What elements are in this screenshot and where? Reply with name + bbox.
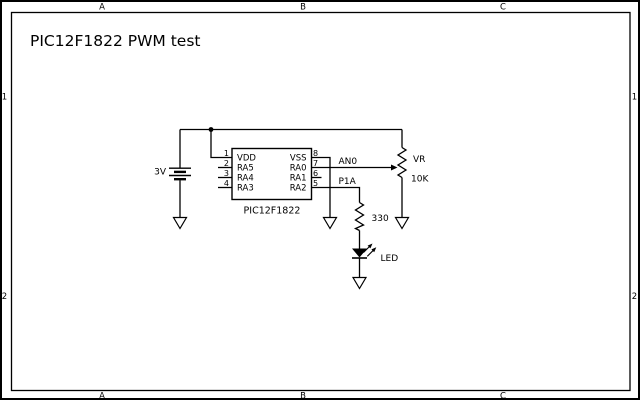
wire-vss-to-ground[interactable] bbox=[311, 156, 331, 218]
zone-col-top-a: A bbox=[99, 3, 105, 13]
pin-number-2: 2 bbox=[224, 159, 229, 168]
pin-number-4: 4 bbox=[224, 179, 229, 188]
pot-value-label: 10K bbox=[411, 175, 429, 185]
led-emission-arrow-2 bbox=[366, 249, 374, 257]
pin-number-8: 8 bbox=[313, 149, 318, 158]
pin-number-6: 6 bbox=[313, 169, 318, 178]
pin-name-ra0: RA0 bbox=[290, 164, 307, 174]
pin-number-7: 7 bbox=[313, 159, 318, 168]
pin-name-ra3: RA3 bbox=[237, 184, 254, 194]
wires bbox=[179, 128, 403, 278]
zone-col-bottom-b: B bbox=[300, 392, 306, 400]
ground-symbols bbox=[172, 216, 410, 290]
resistor-330[interactable]: 330 bbox=[353, 201, 389, 232]
pin-number-1: 1 bbox=[224, 149, 229, 158]
pot-ref-label: VR bbox=[413, 155, 425, 165]
pin-name-vdd: VDD bbox=[237, 154, 256, 164]
zone-col-top-b: B bbox=[300, 3, 306, 13]
led-emission-arrow-1 bbox=[363, 246, 370, 253]
pin-name-ra4: RA4 bbox=[237, 174, 254, 184]
zone-row-right-2: 2 bbox=[632, 292, 637, 302]
pin-number-3: 3 bbox=[224, 169, 229, 178]
pin-name-ra5: RA5 bbox=[237, 164, 254, 174]
resistor-value-label: 330 bbox=[372, 214, 389, 224]
zone-row-left-1: 1 bbox=[2, 93, 7, 103]
pot-wiper-arrow-icon bbox=[391, 164, 398, 171]
led-emission-arrowhead-2 bbox=[371, 247, 377, 253]
junction-dot bbox=[208, 127, 214, 132]
led[interactable]: LED bbox=[352, 243, 399, 265]
battery[interactable]: 3V bbox=[154, 167, 191, 181]
pin-name-ra2: RA2 bbox=[290, 184, 307, 194]
wire-vdd-branch[interactable] bbox=[210, 129, 232, 159]
resistor-zigzag bbox=[353, 201, 365, 232]
net-label-an0[interactable]: AN0 bbox=[339, 157, 358, 167]
pin-name-ra1: RA1 bbox=[290, 174, 307, 184]
zone-col-bottom-c: C bbox=[500, 392, 506, 400]
led-diode-triangle bbox=[352, 248, 367, 258]
ground-icon bbox=[322, 216, 338, 230]
pin-number-5: 5 bbox=[313, 179, 318, 188]
net-label-p1a[interactable]: P1A bbox=[339, 177, 357, 187]
pot-resistor-zigzag bbox=[396, 146, 408, 179]
zone-col-top-c: C bbox=[500, 3, 506, 13]
wire-p1a[interactable] bbox=[311, 186, 361, 203]
zone-row-left-2: 2 bbox=[2, 292, 7, 302]
potentiometer-vr[interactable]: VR 10K bbox=[391, 146, 429, 185]
inner-border bbox=[10, 11, 631, 392]
ground-icon bbox=[351, 276, 368, 290]
led-emission-arrowhead-1 bbox=[367, 243, 373, 249]
zone-row-right-1: 1 bbox=[632, 93, 637, 103]
ground-icon bbox=[172, 216, 188, 230]
ground-icon bbox=[394, 216, 410, 230]
battery-value-label: 3V bbox=[154, 168, 167, 178]
led-label: LED bbox=[381, 254, 399, 264]
zone-col-bottom-a: A bbox=[99, 392, 105, 400]
schematic-title: PIC12F1822 PWM test bbox=[30, 32, 201, 50]
ic-body bbox=[231, 147, 313, 201]
ic-reference-label: PIC12F1822 bbox=[244, 206, 301, 217]
ic-pic12f1822[interactable]: VDD RA5 RA4 RA3 VSS RA0 RA1 RA2 1 2 3 4 … bbox=[224, 147, 318, 217]
pin-name-vss: VSS bbox=[290, 154, 307, 164]
